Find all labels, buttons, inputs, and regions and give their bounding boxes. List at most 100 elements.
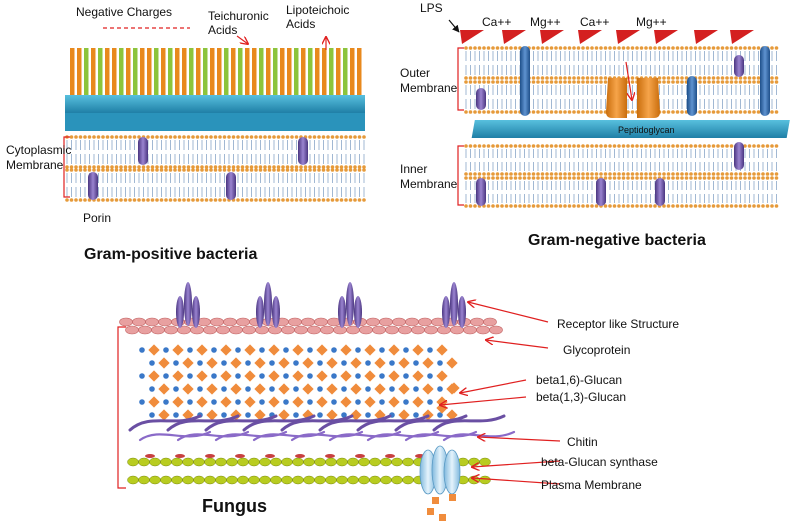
lipid-head [563,144,567,148]
glucan-diamond [350,357,362,369]
membrane-oval [303,457,315,467]
lipid-head [648,176,653,180]
glucan-diamond [268,370,280,382]
lipid-head [276,135,281,139]
lipid-head [549,110,554,114]
lipid-head [734,172,738,176]
lipid-head [308,198,312,202]
lipid-head [527,176,531,180]
teichoic-rod [126,48,131,96]
glucan-diamond [182,383,194,395]
lipid-head [177,198,182,202]
glucan-dot [197,360,203,366]
lipid-head [330,198,335,202]
glucan-diamond [398,383,410,395]
lipid-head [662,144,666,148]
membrane-oval [347,457,359,467]
lipid-head [599,110,603,114]
glucan-dot [379,373,385,379]
lipid-head [477,144,482,148]
lipid-head [639,176,644,180]
lipid-head [585,176,590,180]
receptor-base-capsule [385,325,399,335]
lipid-head [662,110,666,114]
glucan-dot [259,373,265,379]
lipid-head [576,144,581,148]
teichoic-rod [210,48,215,96]
lipid-head [774,176,779,180]
lipid-head [312,165,317,169]
membrane-oval [292,457,304,467]
lipid-head [473,76,477,80]
lipid-head [698,110,702,114]
lipid-head [612,176,617,180]
lipid-head [531,76,536,80]
chitin-fibers [128,414,516,442]
lipid-head [626,172,630,176]
glucan-diamond [254,383,266,395]
lipid-head [774,204,779,208]
gp-peptidoglycan-layer-1 [65,95,365,113]
glucan-diamond [326,383,338,395]
glucan-diamond [244,396,256,408]
lipid-head [581,46,585,50]
receptor-base-capsule [119,317,133,327]
glucan-diamond [182,357,194,369]
lipid-head [477,46,482,50]
lipid-head [594,176,599,180]
outer-membrane-proteins [476,46,770,118]
lipid-head [590,172,594,176]
lipid-head [114,198,119,202]
lipid-head [101,168,105,172]
lipid-head [707,76,711,80]
lipid-head [486,176,491,180]
glucan-dot [187,399,193,405]
lipid-head [504,46,509,50]
lps-triangle [654,30,678,44]
lipid-head [581,204,585,208]
lipid-head [468,76,473,80]
lipid-head [734,204,738,208]
lipid-head [707,176,711,180]
lipid-head [195,135,200,139]
lipid-head [473,176,477,180]
lipid-head [491,76,495,80]
lipid-head [707,80,711,84]
lipid-head [716,176,720,180]
lipid-head [698,176,702,180]
membrane-red-mark [295,454,305,458]
membrane-red-mark [325,454,335,458]
glucan-dot [149,360,155,366]
lipid-head [123,168,128,172]
lipid-head [65,165,69,169]
lipid-head [608,46,612,50]
lipid-head [567,204,572,208]
lipid-head [585,144,590,148]
lipid-head [680,46,684,50]
receptor-base-capsule [483,317,497,327]
glucan-diamond [278,357,290,369]
lipid-head [738,176,743,180]
teichoic-rod [217,48,222,96]
lipid-head [630,176,635,180]
membrane-oval [303,475,315,485]
lipid-head [231,135,236,139]
lipid-head [698,204,702,208]
receptor-structure-icon [338,282,362,328]
glucan-diamond [412,396,424,408]
purple-protein-icon [476,88,486,110]
lipid-head [702,144,707,148]
glucan-diamond [422,383,434,395]
lipid-head [689,172,693,176]
lipid-head [585,80,590,84]
glucan-dot [365,360,371,366]
lipid-head [558,176,563,180]
teichoic-acid-rods [70,48,362,96]
lipid-head [599,80,603,84]
lipid-head [191,165,195,169]
lipid-head [119,165,123,169]
lipid-head [707,144,711,148]
lipid-head [531,110,536,114]
lipid-head [495,144,500,148]
lipid-head [195,168,200,172]
